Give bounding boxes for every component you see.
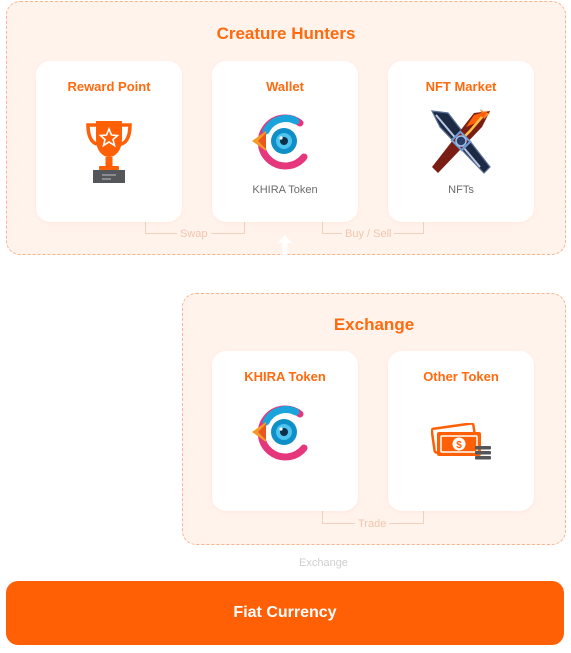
wallet-token-label: KHIRA Token (252, 184, 318, 196)
trade-label: Trade (355, 518, 390, 530)
exchange-title: Exchange (333, 315, 415, 334)
wallet-title: Wallet (266, 79, 304, 94)
wallet-card[interactable]: Wallet KHIRA Token (212, 61, 358, 222)
exchange-link-label: Exchange (299, 557, 348, 569)
trophy-icon (86, 121, 132, 183)
khira-token-icon (252, 114, 308, 170)
reward-point-card[interactable]: Reward Point (36, 61, 182, 222)
reward-point-title: Reward Point (67, 79, 151, 94)
up-arrow-icon (278, 235, 292, 255)
nft-market-title: NFT Market (425, 79, 497, 94)
swap-label: Swap (177, 228, 211, 240)
crossed-swords-icon (430, 109, 491, 174)
creature-hunters-title: Creature Hunters (216, 24, 356, 43)
other-token-card[interactable]: Other Token $ (388, 351, 534, 511)
buy-sell-label: Buy / Sell (342, 228, 395, 240)
fiat-currency-bar[interactable]: Fiat Currency (6, 581, 564, 645)
fiat-currency-label: Fiat Currency (233, 604, 337, 621)
other-token-title: Other Token (423, 369, 499, 384)
khira-token-icon (252, 405, 308, 461)
svg-text:$: $ (456, 440, 462, 451)
khira-token-card[interactable]: KHIRA Token (212, 351, 358, 511)
nft-market-label: NFTs (448, 184, 474, 196)
khira-token-title: KHIRA Token (244, 369, 326, 384)
nft-market-card[interactable]: NFT Market NFTs (388, 61, 534, 222)
cash-stack-icon: $ (431, 423, 491, 460)
